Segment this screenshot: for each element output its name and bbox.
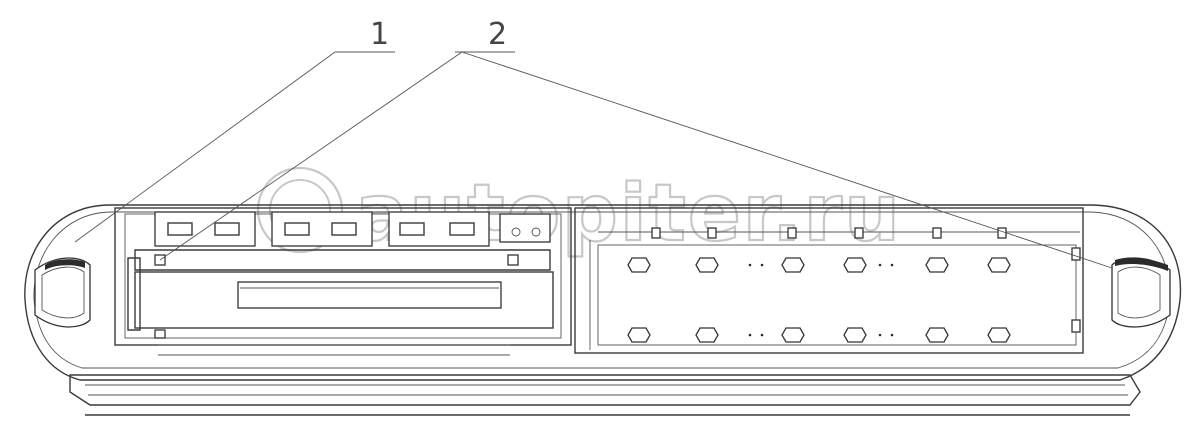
callout-1: 1 [74,17,395,243]
left-end-cap [34,257,91,328]
callout-2-number: 2 [488,17,507,52]
callout-2: 2 [159,17,1113,269]
left-compartment [114,207,572,356]
housing [24,204,1182,416]
lower-led-row [627,327,1011,343]
top-mounting-clips [651,227,1007,239]
callout-1-number: 1 [370,17,389,52]
switch-panel [154,211,551,247]
upper-led-row [627,257,1011,273]
right-end-cap [1111,257,1171,328]
right-compartment [574,207,1084,354]
